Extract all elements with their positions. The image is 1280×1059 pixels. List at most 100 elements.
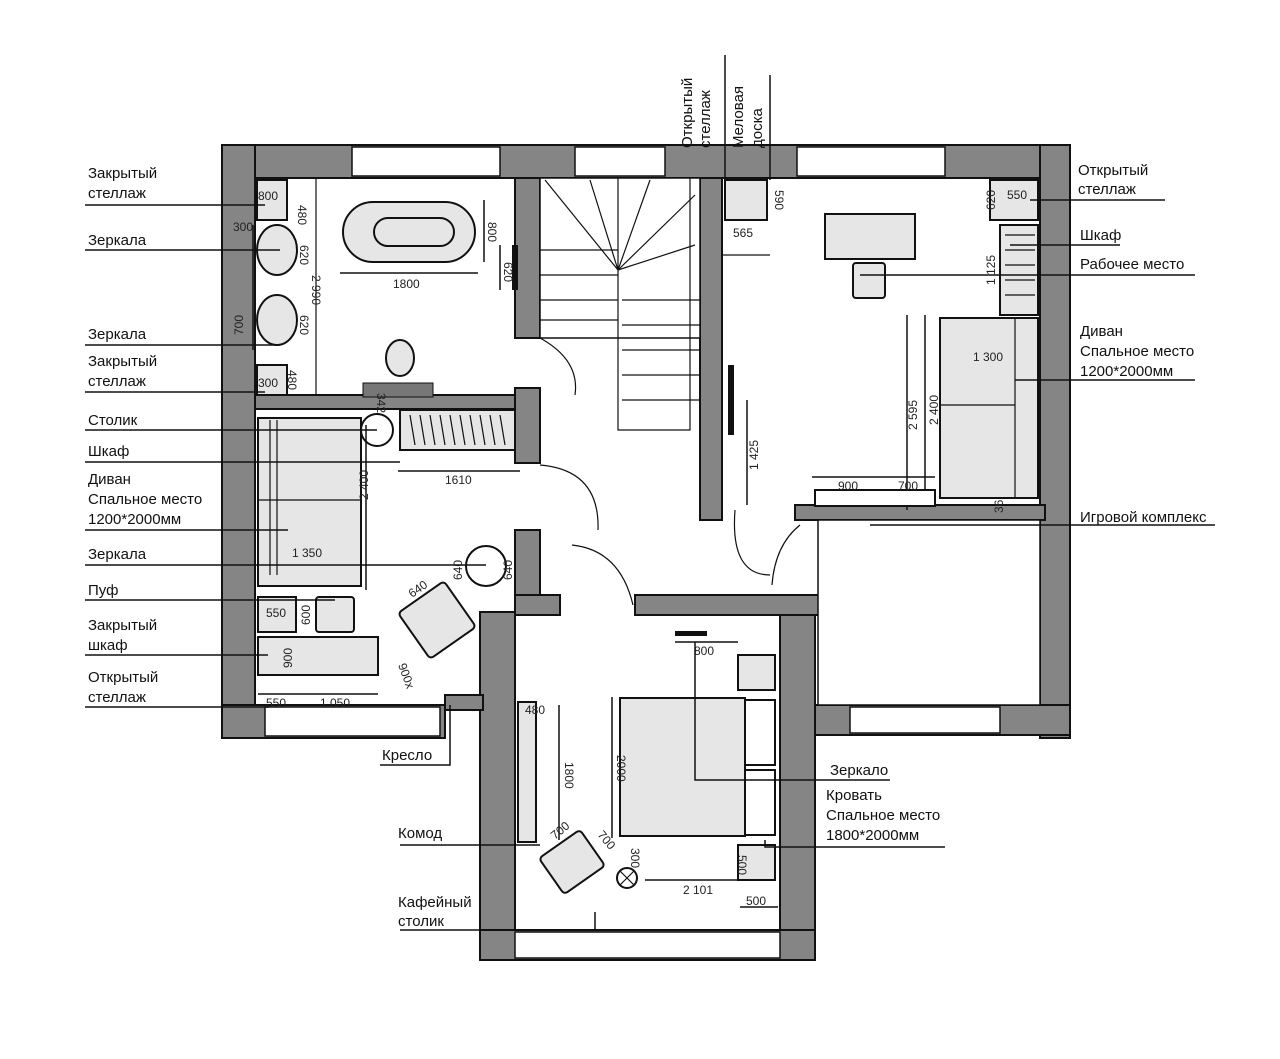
- open-shelf: [257, 636, 379, 676]
- label-open-shelf: Открытый: [679, 78, 696, 148]
- dim: 1 425: [747, 440, 761, 470]
- dim: 2 595: [906, 400, 920, 430]
- dim: 36: [992, 499, 1006, 513]
- dim: 640: [501, 560, 515, 580]
- window: [351, 146, 501, 177]
- label-wardrobe: Шкаф: [1080, 227, 1121, 244]
- sofa: [939, 317, 1039, 499]
- dim: 800: [694, 644, 714, 658]
- dim: 1 300: [973, 350, 1003, 364]
- dim: 550: [1007, 188, 1027, 202]
- bathtub-inner: [373, 217, 455, 247]
- window: [849, 706, 1001, 734]
- column-1: [514, 387, 541, 464]
- dim: 550: [266, 606, 286, 620]
- closed-cabinet: [257, 596, 297, 633]
- right-labels: Открытый стеллаж Шкаф Рабочее место Дива…: [860, 162, 1215, 526]
- dim: 500: [735, 855, 749, 875]
- dim: 1 050: [320, 696, 350, 710]
- window: [574, 146, 666, 177]
- chair: [852, 262, 886, 299]
- bottom-labels: Зеркало Кровать Спальное место 1800*2000…: [398, 642, 945, 931]
- label-closed-shelf: Закрытый: [88, 353, 157, 370]
- dim: 1610: [445, 473, 472, 487]
- dim: 2 101: [683, 883, 713, 897]
- label-closed-cabinet: шкаф: [88, 637, 128, 654]
- label-pouf: Пуф: [88, 582, 118, 599]
- label-dresser: Комод: [398, 825, 442, 842]
- dim: 2 400: [927, 395, 941, 425]
- label-closed-shelf: стеллаж: [88, 373, 146, 390]
- dim: 700: [595, 828, 619, 853]
- dim: 800: [258, 189, 278, 203]
- window: [514, 931, 781, 959]
- label-open-shelf: стеллаж: [1078, 181, 1136, 198]
- staircase: [539, 177, 701, 431]
- dim: 2000: [614, 755, 628, 782]
- toilet-icon: [385, 339, 415, 377]
- label-mirror: Зеркала: [88, 232, 147, 249]
- dim: 1800: [393, 277, 420, 291]
- dim: 565: [733, 226, 753, 240]
- closed-shelf: [256, 179, 288, 221]
- label-play-complex: Игровой комплекс: [1080, 509, 1207, 526]
- armchair: [539, 830, 605, 894]
- label-coffee-table: Кафейный: [398, 894, 472, 911]
- dim: 700: [232, 315, 246, 335]
- dim: 480: [295, 205, 309, 225]
- label-side-table: Столик: [88, 412, 138, 429]
- label-mirror: Зеркала: [88, 326, 147, 343]
- wardrobe: [399, 409, 516, 451]
- label-closed-shelf: стеллаж: [88, 185, 146, 202]
- dim: 500: [746, 894, 766, 908]
- play-complex: [814, 489, 936, 507]
- toilet-tank: [362, 382, 434, 398]
- label-open-shelf: Открытый: [1078, 162, 1148, 179]
- dresser: [517, 701, 537, 843]
- dim: 342: [374, 393, 388, 413]
- label-workplace: Рабочее место: [1080, 256, 1184, 273]
- top-labels: Открытый стеллаж Меловая доска: [679, 55, 771, 180]
- dim: 1800: [562, 762, 576, 789]
- nightstand: [737, 654, 776, 691]
- label-open-shelf: Открытый: [88, 669, 158, 686]
- bed: [619, 697, 746, 837]
- wardrobe: [999, 224, 1039, 316]
- bedroom-left-wall: [479, 611, 516, 961]
- stair-wall: [514, 177, 541, 339]
- dim: 640: [451, 560, 465, 580]
- dim: 800: [485, 222, 499, 242]
- dim: 1 125: [984, 255, 998, 285]
- label-open-shelf: стеллаж: [88, 689, 146, 706]
- office: 590 565 550 620 1 125 1 300 2 595 2 400 …: [722, 179, 1039, 586]
- mirror: [512, 245, 518, 290]
- label-bed: Кровать: [826, 787, 882, 804]
- dim: 620: [501, 262, 515, 282]
- left-wall: [221, 144, 256, 739]
- label-closed-shelf: Закрытый: [88, 165, 157, 182]
- label-sofa: 1200*2000мм: [88, 511, 181, 528]
- walls: [221, 144, 1071, 961]
- label-sofa: Диван: [1080, 323, 1123, 340]
- pouf: [315, 596, 355, 633]
- dim: 900: [281, 648, 295, 668]
- armchair: [398, 581, 476, 659]
- label-sofa: Спальное место: [88, 491, 202, 508]
- label-open-shelf: стеллаж: [697, 90, 714, 148]
- pillow: [744, 769, 776, 836]
- central-wall: [699, 177, 723, 521]
- office-bottom-wall: [794, 504, 1046, 521]
- dim: 620: [297, 245, 311, 265]
- pillow: [744, 699, 776, 766]
- dim: 1 350: [292, 546, 322, 560]
- bedroom-top-wall-left: [514, 594, 561, 616]
- dim: 480: [285, 370, 299, 390]
- sink-icon: [256, 294, 298, 346]
- dim: 300: [258, 376, 278, 390]
- dim: 2 990: [309, 275, 323, 305]
- dim: 300: [628, 848, 642, 868]
- living-room: 1610 2 400 1 350 550 600 900 900x 640 64…: [257, 409, 634, 710]
- dim: 2 400: [357, 470, 371, 500]
- label-bed: Спальное место: [826, 807, 940, 824]
